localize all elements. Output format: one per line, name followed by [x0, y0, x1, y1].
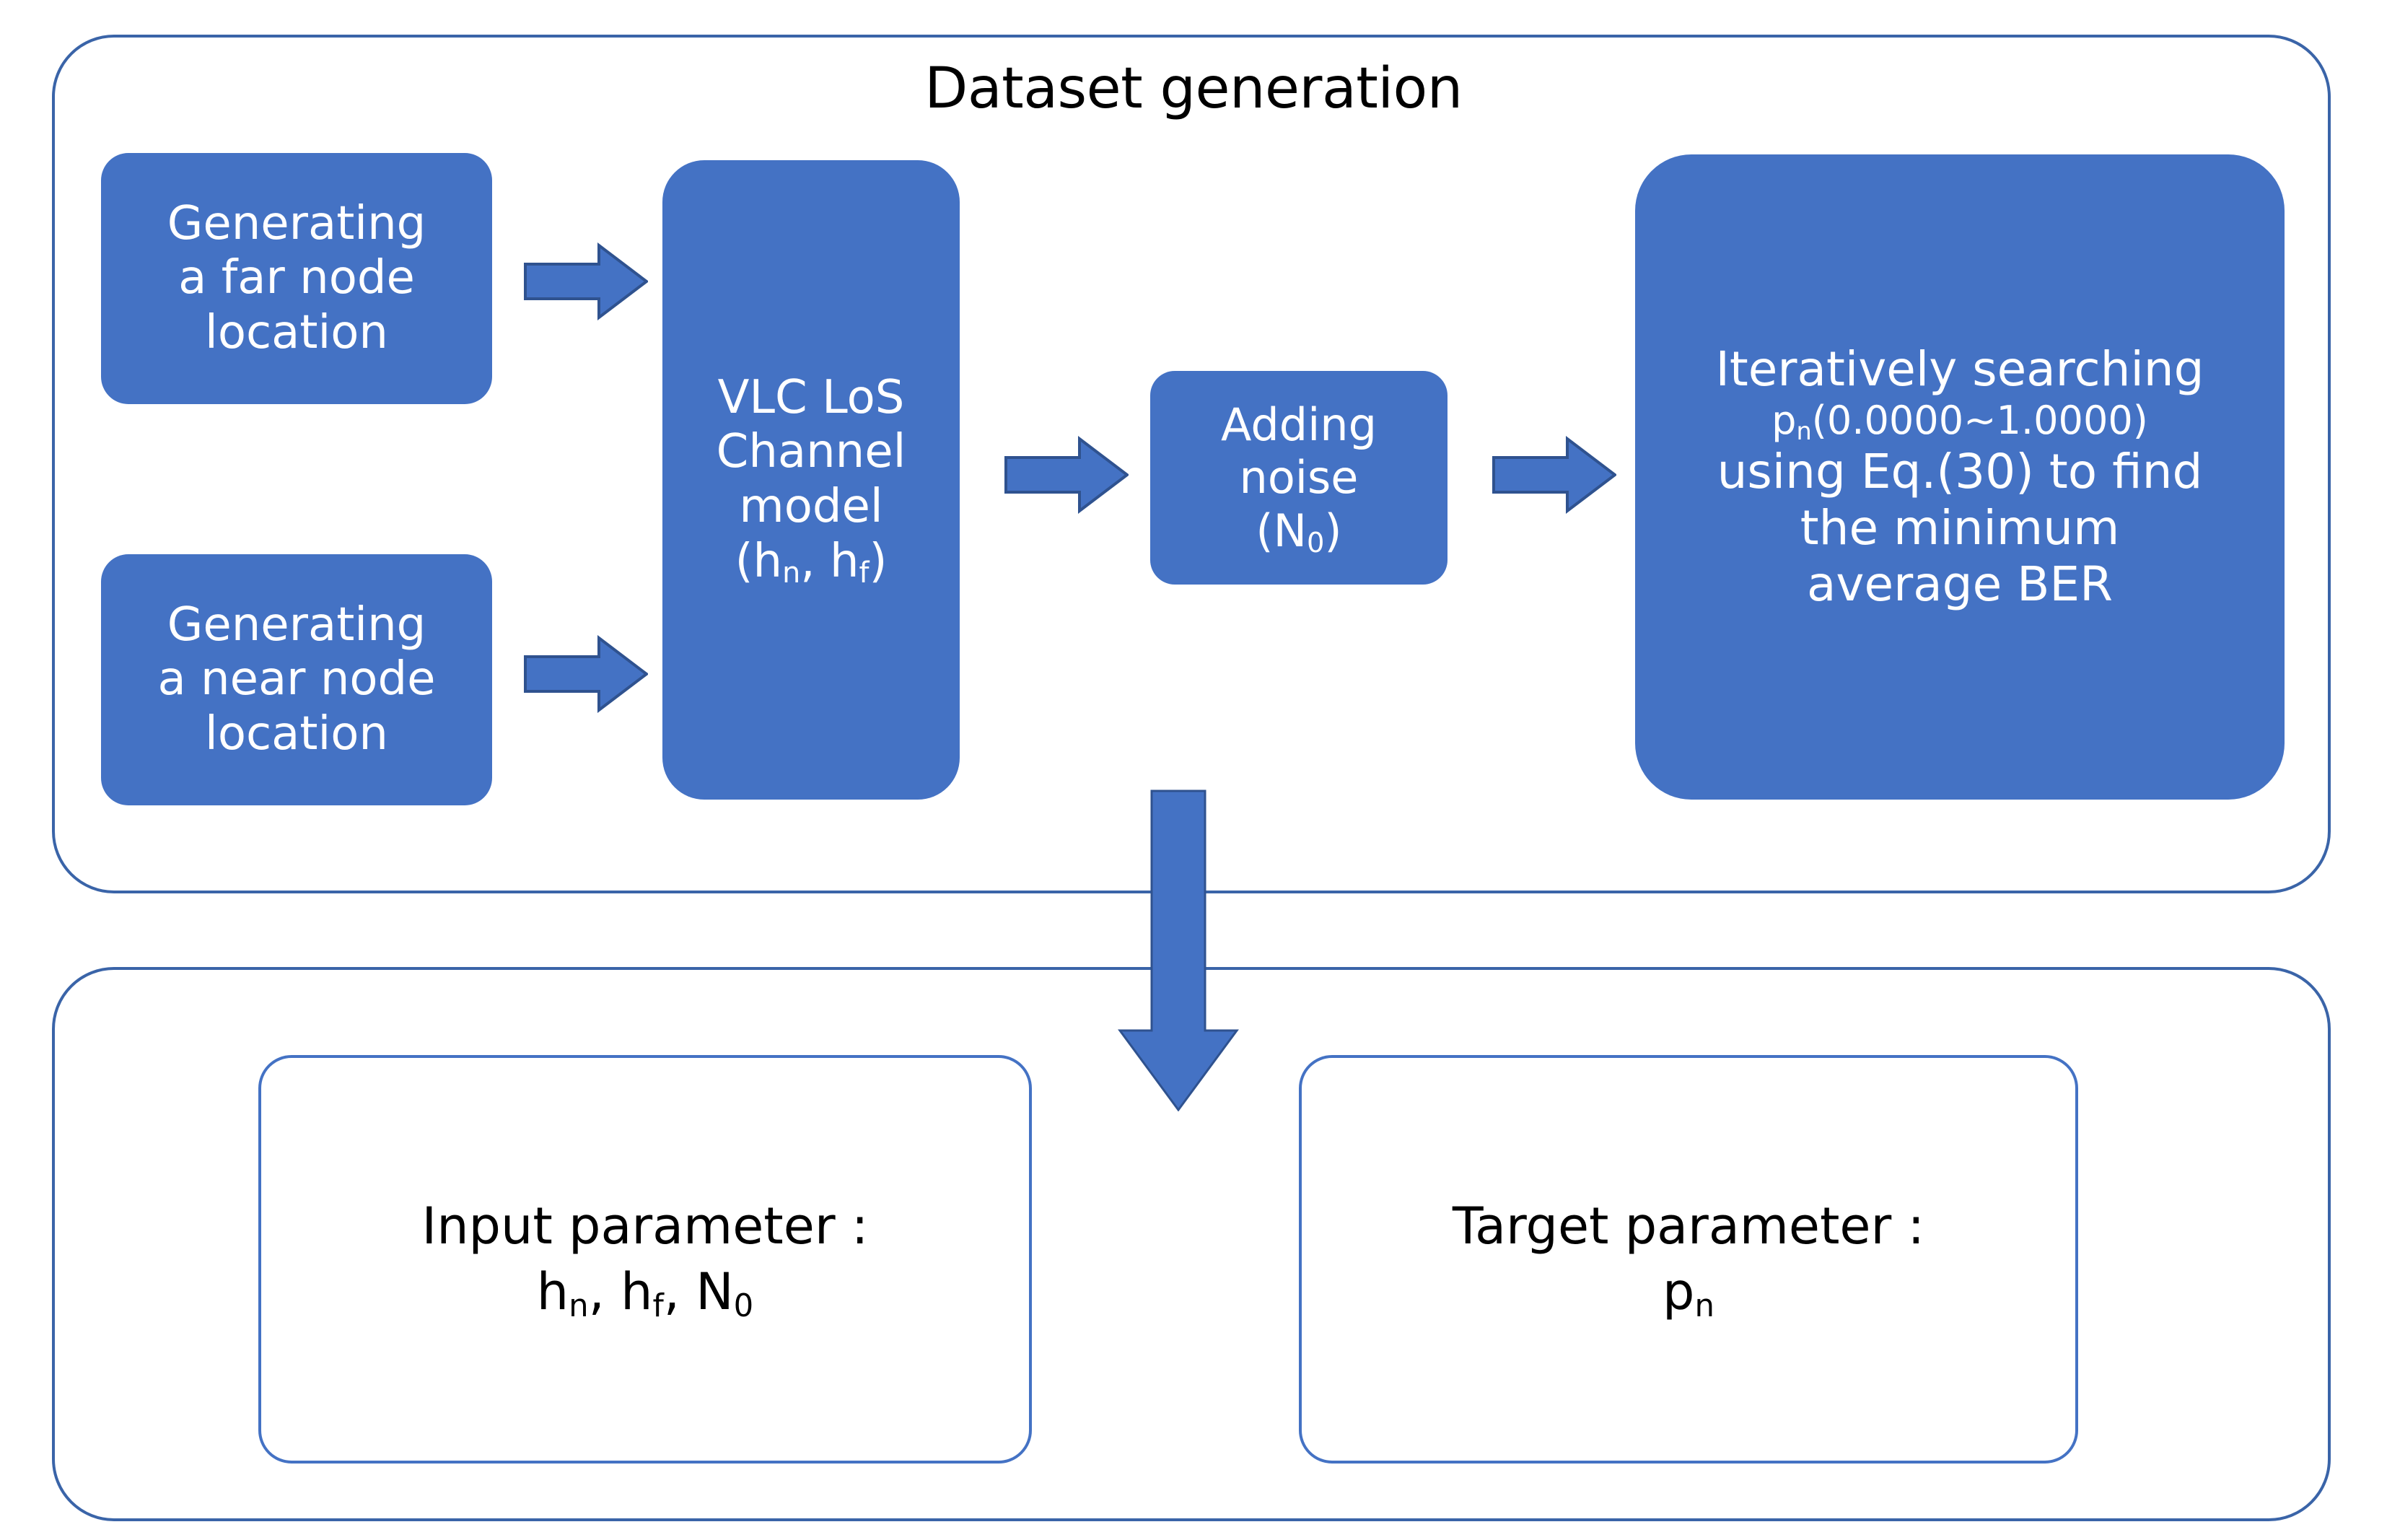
- vlc-paren-close: ): [869, 534, 888, 588]
- far-node-line-3: location: [205, 305, 388, 359]
- arrow-right-icon-near-node-to-channel: [524, 635, 648, 713]
- arrow-right-icon-channel-to-noise: [1004, 436, 1129, 514]
- vlc-channel-gains: (hn, hf): [735, 534, 888, 590]
- target-parameter-values: pn: [1663, 1262, 1714, 1324]
- vlc-paren-open: (h: [735, 534, 783, 588]
- noise-line-2: noise: [1239, 451, 1359, 504]
- target-parameter-label: Target parameter :: [1452, 1196, 1925, 1256]
- near-node-line-2: a near node: [157, 652, 436, 706]
- search-p-sub: n: [1796, 416, 1812, 445]
- far-node-line-1: Generating: [167, 196, 426, 250]
- adding-noise-box: Adding noise (N0): [1150, 371, 1447, 585]
- input-h-far-symbol: h: [621, 1262, 653, 1321]
- input-h-far-sub: f: [652, 1287, 664, 1324]
- dataset-generation-title: Dataset generation: [924, 56, 1463, 121]
- input-parameter-box: Input parameter : hn, hf, N0: [258, 1055, 1032, 1464]
- noise-paren-open: (N: [1256, 504, 1307, 557]
- noise-sub-zero: 0: [1306, 527, 1325, 560]
- vlc-line-2: Channel: [716, 425, 906, 479]
- vlc-line-3: model: [739, 480, 883, 533]
- noise-line-1: Adding: [1221, 398, 1377, 452]
- arrow-right-icon-far-node-to-channel: [524, 242, 648, 320]
- search-p-symbol: p: [1771, 398, 1797, 444]
- target-p-sub: n: [1694, 1287, 1714, 1324]
- generating-near-node-box: Generating a near node location: [101, 554, 492, 805]
- search-line-5: average BER: [1806, 556, 2113, 612]
- near-node-line-3: location: [205, 706, 388, 761]
- vlc-sub-far: f: [859, 556, 870, 590]
- arrow-down-icon-dataset-to-parameters: [1117, 789, 1240, 1111]
- input-h-near-sub: n: [569, 1287, 589, 1324]
- vlc-sub-near: n: [782, 556, 801, 590]
- search-line-4: the minimum: [1800, 499, 2120, 556]
- input-parameter-label: Input parameter :: [421, 1196, 869, 1256]
- input-noise-symbol: N: [696, 1262, 734, 1321]
- near-node-line-1: Generating: [167, 598, 426, 652]
- input-h-near-symbol: h: [536, 1262, 569, 1321]
- search-range-values: (0.0000~1.0000): [1811, 398, 2148, 444]
- vlc-sep: , h: [800, 534, 859, 588]
- noise-power-symbol: (N0): [1256, 504, 1342, 560]
- target-p-symbol: p: [1663, 1262, 1695, 1321]
- noise-paren-close: ): [1324, 504, 1342, 557]
- vlc-line-1: VLC LoS: [717, 370, 905, 424]
- iterative-search-box: Iteratively searching pn(0.0000~1.0000) …: [1635, 154, 2285, 800]
- input-parameter-values: hn, hf, N0: [536, 1262, 754, 1324]
- generating-far-node-box: Generating a far node location: [101, 153, 492, 404]
- input-separator-1: ,: [588, 1262, 621, 1321]
- vlc-los-channel-model-box: VLC LoS Channel model (hn, hf): [662, 160, 960, 800]
- input-separator-2: ,: [663, 1262, 696, 1321]
- search-power-range: pn(0.0000~1.0000): [1642, 398, 2277, 445]
- arrow-right-icon-noise-to-search: [1492, 436, 1616, 514]
- far-node-line-2: a far node: [178, 251, 415, 305]
- input-noise-sub: 0: [733, 1287, 754, 1324]
- target-parameter-box: Target parameter : pn: [1299, 1055, 2078, 1464]
- search-line-1: Iteratively searching: [1715, 341, 2204, 398]
- search-line-3: using Eq.(30) to find: [1717, 444, 2203, 500]
